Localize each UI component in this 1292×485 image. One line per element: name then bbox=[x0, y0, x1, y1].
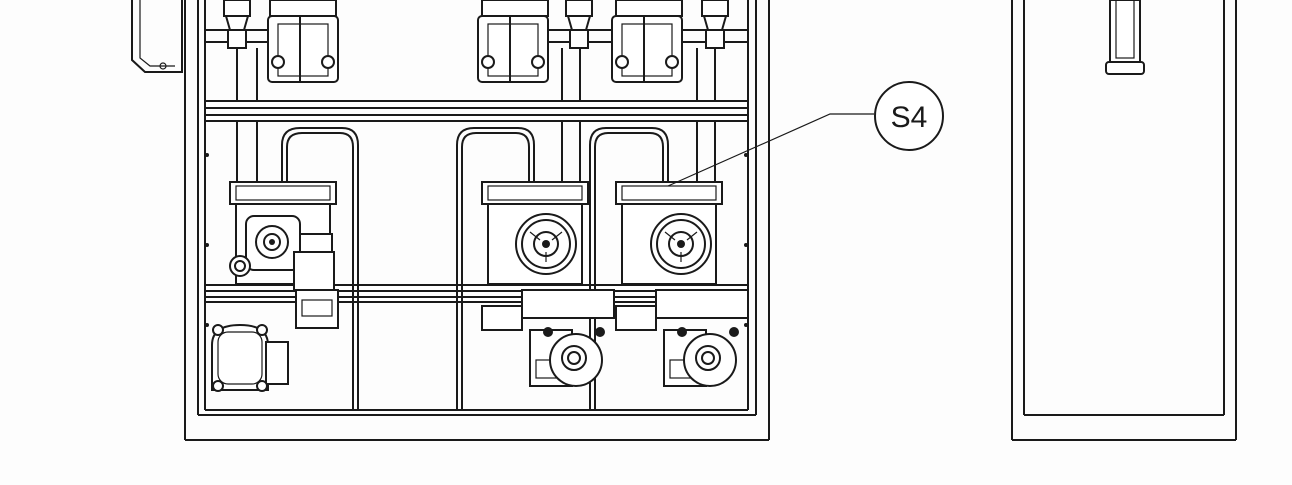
side-panel bbox=[1011, 0, 1237, 441]
callout-s4-bubble bbox=[874, 81, 944, 151]
bottom-pump-left bbox=[211, 323, 289, 392]
mid-unit-left bbox=[229, 181, 339, 329]
capillary-tubes bbox=[281, 127, 669, 410]
callout-s4-leader bbox=[667, 113, 874, 187]
bottom-pump-right bbox=[615, 289, 749, 387]
upper-valve-2 bbox=[477, 0, 620, 83]
upper-valve-3 bbox=[611, 0, 748, 83]
mid-unit-right bbox=[615, 181, 723, 285]
side-bracket bbox=[131, 0, 183, 73]
upper-valve-1 bbox=[205, 0, 339, 83]
callout-s4: S4 bbox=[667, 81, 944, 187]
bottom-pump-center bbox=[481, 289, 615, 387]
mid-unit-center bbox=[481, 181, 589, 285]
callout-s4-label: S4 bbox=[891, 101, 928, 134]
vertical-pipes bbox=[236, 48, 716, 182]
cabinet-frame bbox=[184, 0, 770, 441]
middle-shelf bbox=[204, 100, 749, 122]
